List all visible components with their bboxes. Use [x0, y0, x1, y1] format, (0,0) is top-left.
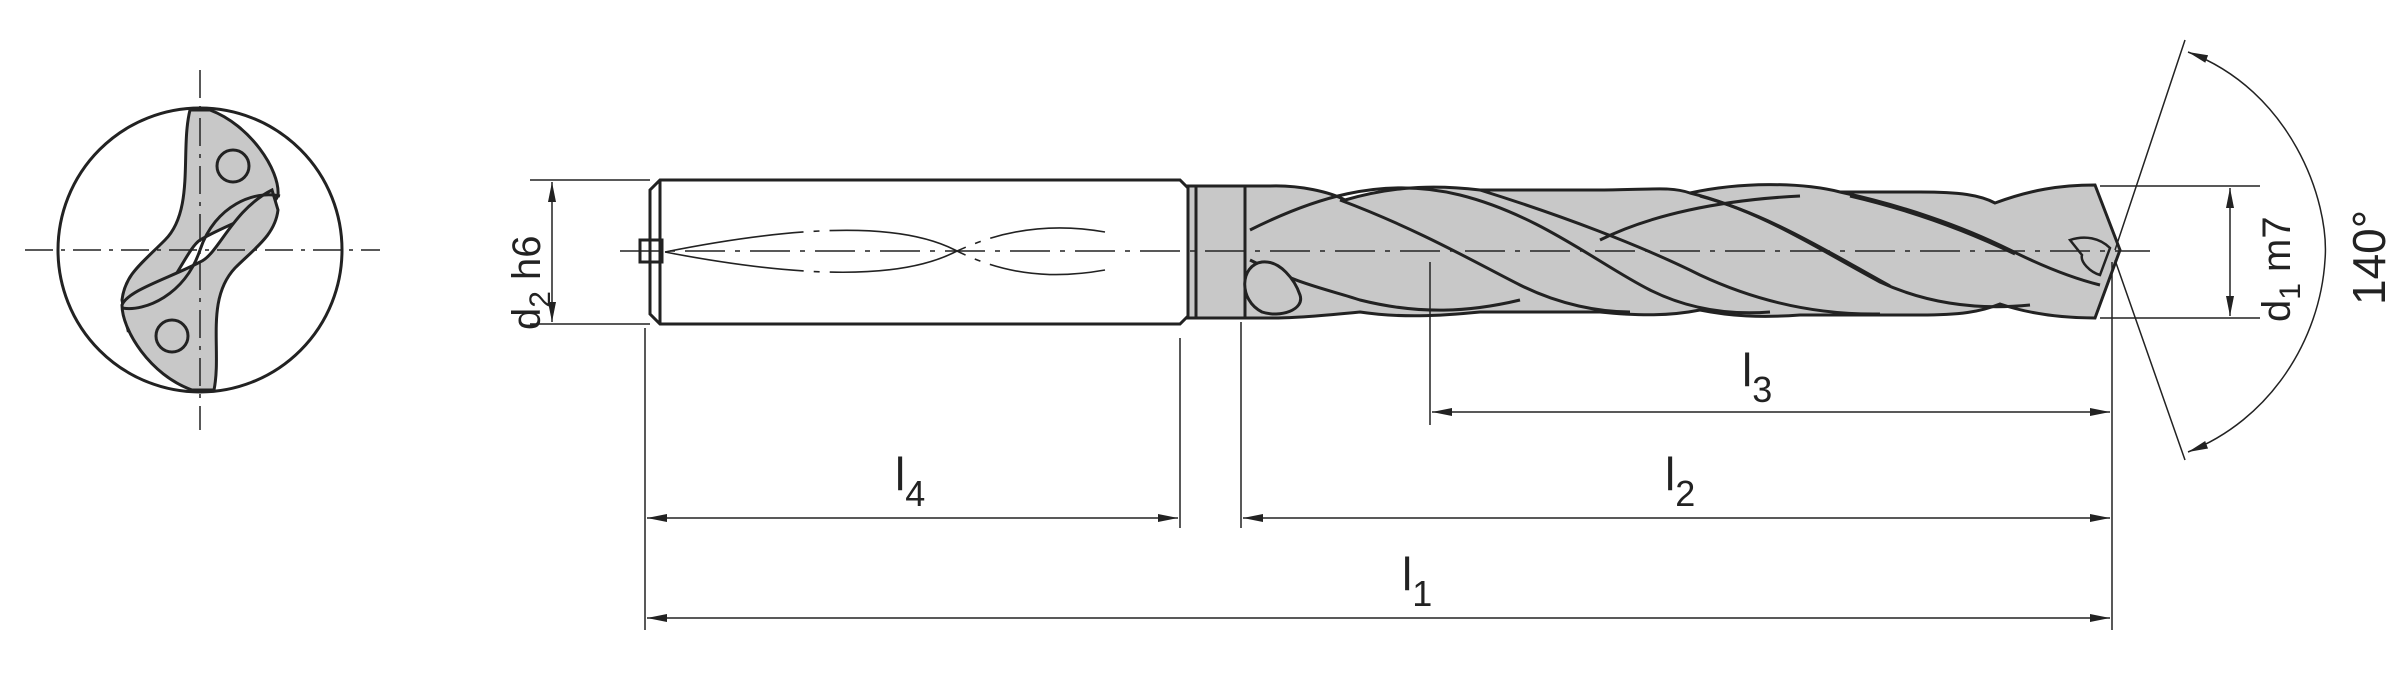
- shank-hidden-coolant-lower: [664, 227, 1106, 274]
- label-l1: l1: [1402, 548, 1432, 614]
- helix-lower-1: [1249, 258, 1521, 312]
- helix-3: [1479, 188, 1881, 316]
- flute-start-lobe: [1243, 260, 1303, 316]
- shank-outline: [648, 178, 1190, 326]
- label-d2: d2 h6: [505, 235, 557, 330]
- label-d1: d1 m7: [2255, 216, 2307, 322]
- end-view-cutting-edge-upper: [198, 193, 281, 251]
- shank: [638, 178, 1190, 326]
- angle-arc: [2187, 51, 2327, 453]
- end-view-coolant-hole-lower: [154, 318, 190, 354]
- end-view-cutting-edge-lower: [121, 249, 202, 311]
- tip-detail: [2067, 236, 2112, 277]
- dim-d1: d1 m7: [2100, 185, 2307, 322]
- helix-5b: [1849, 194, 2016, 256]
- fluted-body: [620, 183, 2150, 320]
- label-l2: l2: [1665, 448, 1695, 514]
- label-l3: l3: [1742, 344, 1772, 410]
- end-view-coolant-hole-upper: [215, 148, 251, 184]
- dim-l3: l3: [1432, 344, 2110, 416]
- shank-notch: [638, 238, 664, 264]
- label-l4: l4: [895, 448, 925, 514]
- dim-l2: l2: [1243, 448, 2110, 522]
- label-angle: 140°: [2343, 210, 2395, 305]
- extension-lines: [644, 262, 2113, 630]
- end-view: [25, 70, 380, 430]
- dim-l4: l4: [647, 448, 1178, 522]
- neck: [1186, 184, 1247, 320]
- helix-1: [1249, 186, 1771, 315]
- dim-point-angle: 140°: [2114, 39, 2395, 461]
- helix-5: [1839, 190, 2101, 287]
- shank-hidden-coolant-upper: [664, 229, 1106, 276]
- helix-lower-2: [1599, 194, 1801, 242]
- dim-d2: d2 h6: [505, 179, 650, 330]
- dim-l1: l1: [647, 548, 2110, 622]
- helix-2: [1339, 198, 1631, 314]
